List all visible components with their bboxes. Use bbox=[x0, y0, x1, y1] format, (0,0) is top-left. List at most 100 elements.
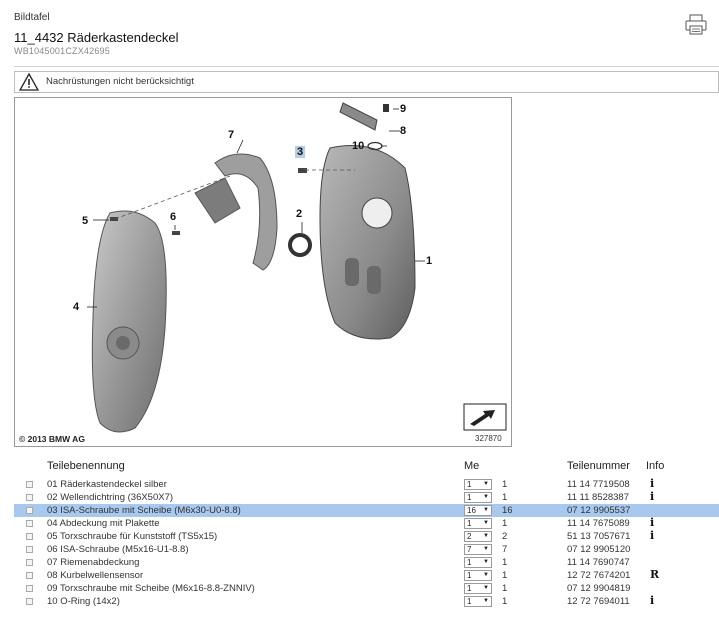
col-header-partnumber: Teilenummer bbox=[567, 460, 630, 472]
part-name: 04 Abdeckung mit Plakette bbox=[47, 518, 160, 529]
callout-5[interactable]: 5 bbox=[82, 215, 89, 227]
warning-icon bbox=[19, 73, 39, 91]
row-checkbox[interactable] bbox=[26, 572, 33, 579]
callout-9[interactable]: 9 bbox=[400, 103, 407, 115]
printer-icon bbox=[685, 14, 707, 35]
quantity-select[interactable]: 2▼ bbox=[464, 531, 492, 542]
part-qty: 16 bbox=[502, 505, 513, 516]
row-checkbox[interactable] bbox=[26, 481, 33, 488]
callout-3[interactable]: 3 bbox=[295, 146, 306, 158]
table-row[interactable]: 09 Torxschraube mit Scheibe (M6x16-8.8-Z… bbox=[14, 582, 719, 595]
quantity-select[interactable]: 1▼ bbox=[464, 583, 492, 594]
parts-diagram[interactable]: 7 3 9 8 10 2 6 5 1 4 © 2013 BMW AG 32787… bbox=[14, 97, 512, 447]
part-number: 12 72 7694011 bbox=[567, 596, 630, 607]
quantity-select[interactable]: 7▼ bbox=[464, 544, 492, 555]
callout-6[interactable]: 6 bbox=[170, 211, 177, 223]
callout-2[interactable]: 2 bbox=[296, 208, 303, 220]
info-icon[interactable]: i bbox=[650, 529, 655, 542]
part-number: 07 12 9904819 bbox=[567, 583, 631, 594]
part-name: 06 ISA-Schraube (M5x16-U1-8.8) bbox=[47, 544, 189, 555]
part-name: 03 ISA-Schraube mit Scheibe (M6x30-U0-8.… bbox=[47, 505, 241, 516]
dropdown-arrow-icon: ▼ bbox=[483, 585, 489, 591]
cover-part bbox=[91, 210, 167, 433]
table-row-selected[interactable]: 03 ISA-Schraube mit Scheibe (M6x30-U0-8.… bbox=[14, 504, 719, 517]
dropdown-arrow-icon: ▼ bbox=[483, 494, 489, 500]
table-row[interactable]: 10 O-Ring (14x2) 1▼ 1 12 72 7694011 i bbox=[14, 594, 719, 608]
callout-4[interactable]: 4 bbox=[73, 301, 80, 313]
table-row[interactable]: 05 Torxschraube für Kunststoff (TS5x15) … bbox=[14, 529, 719, 543]
info-icon[interactable]: i bbox=[650, 594, 655, 607]
row-checkbox[interactable] bbox=[26, 507, 33, 514]
col-header-qty: Me bbox=[464, 460, 480, 472]
dropdown-arrow-icon: ▼ bbox=[483, 559, 489, 565]
quantity-select[interactable]: 1▼ bbox=[464, 518, 492, 529]
info-icon[interactable]: i bbox=[650, 490, 655, 503]
row-checkbox[interactable] bbox=[26, 520, 33, 527]
callout-8[interactable]: 8 bbox=[400, 125, 407, 137]
exploded-view-drawing bbox=[87, 102, 507, 433]
callout-1[interactable]: 1 bbox=[426, 255, 433, 267]
info-icon[interactable]: R bbox=[650, 568, 660, 581]
row-checkbox[interactable] bbox=[26, 598, 33, 605]
dropdown-arrow-icon: ▼ bbox=[483, 520, 489, 526]
part-qty: 1 bbox=[502, 583, 508, 594]
table-row[interactable]: 06 ISA-Schraube (M5x16-U1-8.8) 7▼ 7 07 1… bbox=[14, 543, 719, 556]
quantity-select-value: 1 bbox=[467, 584, 472, 593]
row-checkbox[interactable] bbox=[26, 585, 33, 592]
callout-10[interactable]: 10 bbox=[352, 140, 365, 152]
part-qty: 1 bbox=[502, 596, 508, 607]
part-name: 10 O-Ring (14x2) bbox=[47, 596, 120, 607]
quantity-select[interactable]: 1▼ bbox=[464, 479, 492, 490]
part-number: 11 14 7690747 bbox=[567, 557, 630, 568]
row-checkbox[interactable] bbox=[26, 533, 33, 540]
col-header-info: Info bbox=[646, 460, 665, 472]
quantity-select[interactable]: 16▼ bbox=[464, 505, 492, 516]
quantity-select-value: 1 bbox=[467, 493, 472, 502]
table-row[interactable]: 07 Riemenabdeckung 1▼ 1 11 14 7690747 bbox=[14, 556, 719, 569]
info-icon[interactable]: i bbox=[650, 477, 655, 490]
quantity-select[interactable]: 1▼ bbox=[464, 596, 492, 607]
part-qty: 1 bbox=[502, 479, 508, 490]
page-title: 11_4432 Räderkastendeckel bbox=[14, 30, 179, 45]
print-button[interactable] bbox=[684, 14, 708, 36]
dropdown-arrow-icon: ▼ bbox=[483, 507, 489, 513]
quantity-select-value: 7 bbox=[467, 545, 472, 554]
part-qty: 2 bbox=[502, 531, 508, 542]
part-qty: 1 bbox=[502, 492, 508, 503]
quantity-select[interactable]: 1▼ bbox=[464, 492, 492, 503]
part-qty: 1 bbox=[502, 518, 508, 529]
notice-bar: Nachrüstungen nicht berücksichtigt bbox=[14, 71, 719, 93]
dropdown-arrow-icon: ▼ bbox=[483, 481, 489, 487]
info-icon[interactable]: i bbox=[650, 516, 655, 529]
header-divider bbox=[14, 66, 719, 67]
quantity-select-value: 1 bbox=[467, 480, 472, 489]
part-number: 12 72 7674201 bbox=[567, 570, 631, 581]
quantity-select-value: 1 bbox=[467, 597, 472, 606]
part-name: 09 Torxschraube mit Scheibe (M6x16-8.8-Z… bbox=[47, 583, 255, 594]
quantity-select-value: 2 bbox=[467, 532, 472, 541]
table-row[interactable]: 04 Abdeckung mit Plakette 1▼ 1 11 14 767… bbox=[14, 516, 719, 530]
quantity-select[interactable]: 1▼ bbox=[464, 557, 492, 568]
table-row[interactable]: 02 Wellendichtring (36X50X7) 1▼ 1 11 11 … bbox=[14, 490, 719, 504]
table-row[interactable]: 01 Räderkastendeckel silber 1▼ 1 11 14 7… bbox=[14, 477, 719, 491]
part-number: 51 13 7057671 bbox=[567, 531, 631, 542]
seal-ring-part bbox=[288, 233, 312, 257]
diagram-image-number: 327870 bbox=[475, 434, 502, 443]
quantity-select-value: 1 bbox=[467, 571, 472, 580]
part-number: 07 12 9905120 bbox=[567, 544, 631, 555]
quantity-select-value: 1 bbox=[467, 558, 472, 567]
part-name: 05 Torxschraube für Kunststoff (TS5x15) bbox=[47, 531, 218, 542]
quantity-select[interactable]: 1▼ bbox=[464, 570, 492, 581]
dropdown-arrow-icon: ▼ bbox=[483, 598, 489, 604]
part-number: 07 12 9905537 bbox=[567, 505, 631, 516]
part-name: 01 Räderkastendeckel silber bbox=[47, 479, 167, 490]
part-qty: 1 bbox=[502, 570, 508, 581]
row-checkbox[interactable] bbox=[26, 494, 33, 501]
row-checkbox[interactable] bbox=[26, 546, 33, 553]
diagram-copyright: © 2013 BMW AG bbox=[19, 434, 85, 444]
callout-7[interactable]: 7 bbox=[228, 129, 235, 141]
row-checkbox[interactable] bbox=[26, 559, 33, 566]
table-row[interactable]: 08 Kurbelwellensensor 1▼ 1 12 72 7674201… bbox=[14, 568, 719, 582]
sensor-part bbox=[339, 102, 378, 131]
vehicle-id: WB1045001CZX42695 bbox=[14, 46, 110, 56]
